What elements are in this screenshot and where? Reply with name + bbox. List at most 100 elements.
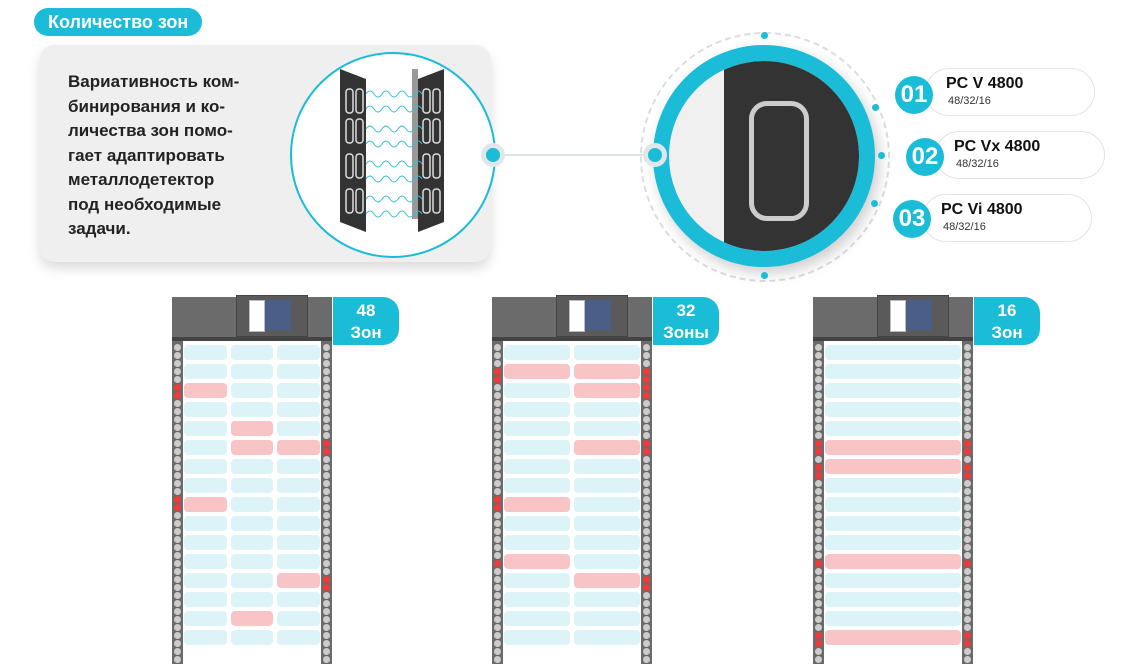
zone-cell	[504, 611, 570, 626]
led-indicator	[323, 520, 330, 527]
zone-cell	[277, 573, 320, 588]
zone-cell	[504, 345, 570, 360]
detector-panels-icon	[340, 69, 444, 232]
zone-cell	[184, 421, 227, 436]
led-indicator	[494, 440, 501, 447]
description-line: задачи.	[68, 219, 131, 238]
led-indicator	[174, 408, 181, 415]
led-indicator	[815, 584, 822, 591]
led-indicator	[174, 536, 181, 543]
led-indicator	[815, 544, 822, 551]
led-indicator	[323, 424, 330, 431]
led-indicator	[174, 576, 181, 583]
model-zones: 48/32/16	[948, 95, 991, 107]
zone-cell	[184, 554, 227, 569]
zone-cell	[277, 592, 320, 607]
led-indicator	[815, 408, 822, 415]
zone-cell	[574, 364, 640, 379]
led-indicator	[964, 576, 971, 583]
led-indicator	[174, 656, 181, 663]
led-indicator	[815, 384, 822, 391]
zone-cell	[277, 440, 320, 455]
led-indicator	[643, 400, 650, 407]
led-indicator	[323, 416, 330, 423]
zone-cell	[230, 535, 274, 550]
zone-cell	[184, 630, 227, 645]
zone-cell	[504, 554, 570, 569]
zone-cell	[825, 383, 961, 398]
led-indicator	[494, 608, 501, 615]
led-indicator	[964, 528, 971, 535]
zone-cell	[825, 516, 961, 531]
model-zones: 48/32/16	[943, 221, 986, 233]
led-indicator	[174, 376, 181, 383]
led-indicator	[174, 608, 181, 615]
led-indicator	[815, 656, 822, 663]
led-indicator	[323, 632, 330, 639]
zone-cell	[574, 516, 640, 531]
model-number: 02	[906, 138, 944, 176]
led-indicator	[815, 624, 822, 631]
led-indicator	[174, 624, 181, 631]
led-indicator	[643, 352, 650, 359]
led-indicator	[174, 568, 181, 575]
led-indicator	[815, 416, 822, 423]
zone-cell	[184, 440, 227, 455]
led-indicator	[174, 360, 181, 367]
description-line: Вариативность ком-	[68, 72, 240, 91]
zone-cell	[504, 630, 570, 645]
led-indicator	[643, 440, 650, 447]
zone-cell	[184, 402, 227, 417]
led-indicator	[494, 408, 501, 415]
zone-unit: Зон	[350, 323, 382, 342]
led-indicator	[964, 432, 971, 439]
led-indicator	[964, 448, 971, 455]
zone-cell	[277, 478, 320, 493]
zone-unit: Зоны	[663, 323, 709, 342]
led-indicator	[323, 440, 330, 447]
model-name: PC V 4800	[946, 75, 1024, 92]
zone-cell	[504, 383, 570, 398]
zone-cell	[277, 459, 320, 474]
zone-cell	[277, 364, 320, 379]
led-indicator	[964, 496, 971, 503]
gate-post-left	[813, 341, 824, 664]
zone-cell	[825, 459, 961, 474]
model-card-3[interactable]: PC Vi 4800 48/32/16	[922, 194, 1092, 242]
model-number: 03	[893, 200, 931, 238]
model-card-1[interactable]: PC V 4800 48/32/16	[925, 68, 1095, 116]
led-indicator	[815, 352, 822, 359]
led-indicator	[815, 512, 822, 519]
zone-cell	[230, 440, 274, 455]
zone-cell	[825, 630, 961, 645]
led-indicator	[494, 384, 501, 391]
zone-cell	[230, 573, 274, 588]
zone-cell	[825, 478, 961, 493]
led-indicator	[174, 520, 181, 527]
led-indicator	[323, 432, 330, 439]
led-indicator	[494, 472, 501, 479]
zone-cell	[277, 402, 320, 417]
led-indicator	[964, 592, 971, 599]
led-indicator	[323, 512, 330, 519]
led-indicator	[643, 376, 650, 383]
led-indicator	[643, 392, 650, 399]
zone-cell	[574, 402, 640, 417]
led-indicator	[174, 456, 181, 463]
zone-cell	[504, 592, 570, 607]
gate-post-left	[492, 341, 503, 664]
led-indicator	[815, 536, 822, 543]
model-card-2[interactable]: PC Vx 4800 48/32/16	[935, 131, 1105, 179]
zone-cell	[825, 592, 961, 607]
led-indicator	[494, 536, 501, 543]
connector-line	[505, 154, 645, 156]
led-indicator	[964, 504, 971, 511]
gate-post-right	[962, 341, 973, 664]
led-indicator	[964, 440, 971, 447]
led-indicator	[964, 480, 971, 487]
led-indicator	[643, 456, 650, 463]
led-indicator	[323, 408, 330, 415]
led-indicator	[174, 616, 181, 623]
zone-cell	[230, 383, 274, 398]
led-indicator	[174, 488, 181, 495]
